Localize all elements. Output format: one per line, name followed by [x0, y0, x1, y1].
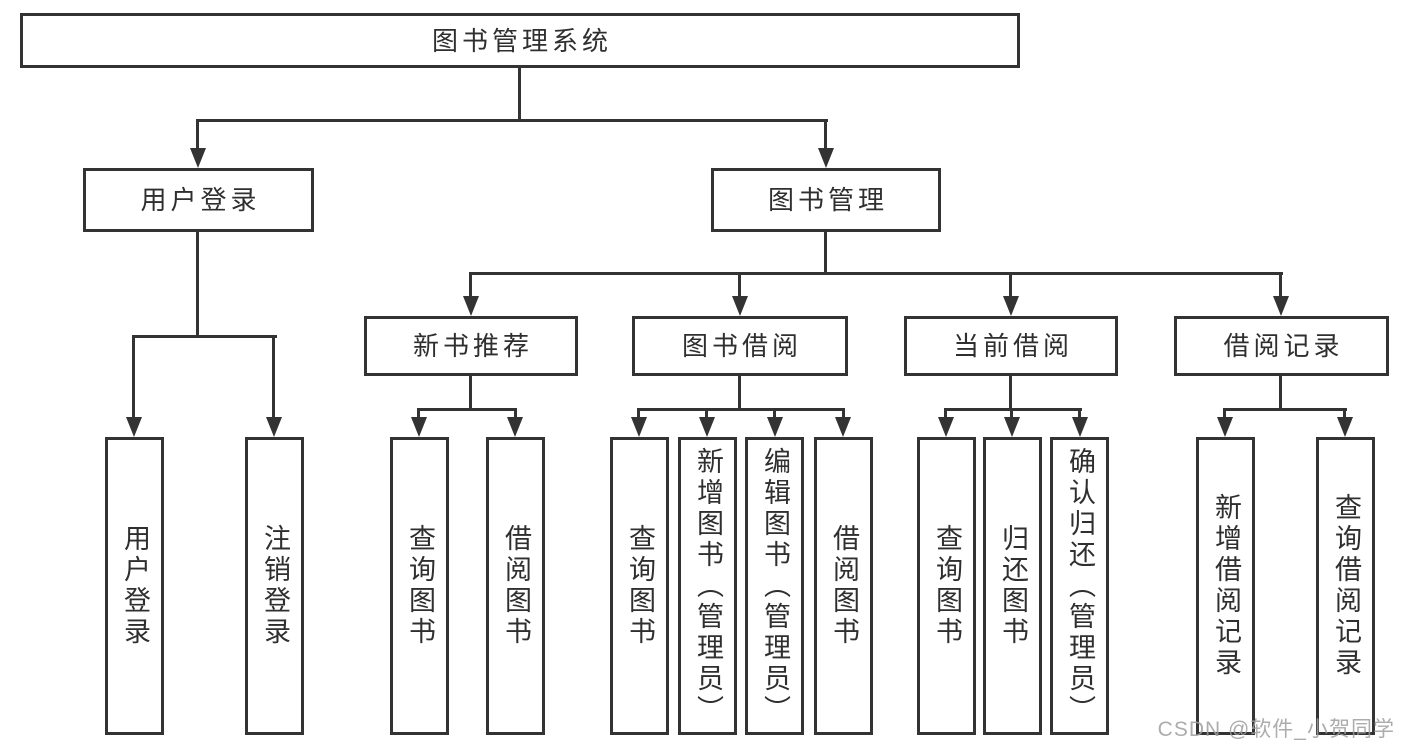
connector-to-leaf — [514, 408, 517, 419]
connector-branch-new-book-rec — [417, 408, 517, 411]
connector-new-book-rec-stub — [469, 376, 472, 411]
connector-to-leaf — [1078, 408, 1081, 419]
arrow-down-icon — [732, 296, 748, 316]
arrow-down-icon — [266, 417, 282, 437]
node-user-login-label: 用户登录 — [140, 185, 261, 215]
node-book-mgmt-label: 图书管理 — [767, 185, 888, 215]
connector-to-leaf — [417, 408, 420, 419]
leaf-return-book: 归还图书 — [983, 437, 1042, 735]
connector-to-leaf — [1343, 408, 1346, 419]
leaf-add-borrow-record: 新增借阅记录 — [1196, 437, 1255, 735]
leaf-query-book-2: 查询图书 — [610, 437, 669, 735]
node-root: 图书管理系统 — [20, 13, 1020, 68]
node-book-borrow: 图书借阅 — [632, 316, 848, 376]
connector-to-user-login — [196, 119, 199, 150]
arrow-down-icon — [507, 417, 523, 437]
leaf-query-book-1-label: 查询图书 — [405, 524, 435, 648]
node-current-borrow-label: 当前借阅 — [952, 331, 1073, 361]
leaf-edit-book-admin: 编辑图书（管理员） — [745, 437, 804, 735]
connector-book-mgmt-stub — [824, 232, 827, 275]
arrow-down-icon — [126, 417, 142, 437]
leaf-query-book-2-label: 查询图书 — [625, 524, 655, 648]
arrow-down-icon — [190, 148, 206, 168]
arrow-down-icon — [1003, 296, 1019, 316]
connector-branch-level2 — [197, 119, 828, 122]
leaf-return-book-label: 归还图书 — [998, 524, 1028, 648]
leaf-borrow-book-2: 借阅图书 — [814, 437, 873, 735]
connector-current-borrow-stub — [1009, 376, 1012, 411]
leaf-query-borrow-record-label: 查询借阅记录 — [1331, 493, 1361, 679]
arrow-down-icon — [411, 417, 427, 437]
arrow-down-icon — [1217, 417, 1233, 437]
connector-book-borrow-stub — [738, 376, 741, 411]
connector-to-leaf — [1223, 408, 1226, 419]
leaf-query-book-1: 查询图书 — [390, 437, 449, 735]
node-user-login: 用户登录 — [83, 168, 314, 232]
arrow-down-icon — [1004, 417, 1020, 437]
connector-user-login-stub — [196, 232, 199, 338]
connector-to-leaf — [272, 335, 275, 419]
connector-to-leaf — [705, 408, 708, 419]
connector-to-leaf — [1010, 408, 1013, 419]
connector-branch-level3 — [469, 272, 1283, 275]
leaf-add-borrow-record-label: 新增借阅记录 — [1211, 493, 1241, 679]
leaf-add-book-admin: 新增图书（管理员） — [678, 437, 737, 735]
connector-to-leaf — [944, 408, 947, 419]
arrow-down-icon — [835, 417, 851, 437]
node-borrow-records: 借阅记录 — [1174, 316, 1389, 376]
connector-branch-book-borrow — [637, 408, 845, 411]
leaf-query-borrow-record: 查询借阅记录 — [1316, 437, 1375, 735]
leaf-user-login-label: 用户登录 — [120, 524, 150, 648]
leaf-logout: 注销登录 — [245, 437, 304, 735]
arrow-down-icon — [1337, 417, 1353, 437]
arrow-down-icon — [1072, 417, 1088, 437]
connector-to-leaf — [637, 408, 640, 419]
node-book-borrow-label: 图书借阅 — [681, 331, 802, 361]
arrow-down-icon — [631, 417, 647, 437]
leaf-confirm-return-admin-label: 确认归还（管理员） — [1065, 446, 1095, 726]
leaf-query-book-3-label: 查询图书 — [932, 524, 962, 648]
connector-to-leaf — [842, 408, 845, 419]
node-new-book-rec-label: 新书推荐 — [412, 331, 533, 361]
arrow-down-icon — [938, 417, 954, 437]
connector-borrow-records-stub — [1279, 376, 1282, 411]
leaf-edit-book-admin-label: 编辑图书（管理员） — [760, 446, 790, 726]
node-book-mgmt: 图书管理 — [711, 168, 941, 232]
connector-to-leaf — [132, 335, 135, 419]
leaf-query-book-3: 查询图书 — [917, 437, 976, 735]
connector-to-current-borrow — [1009, 272, 1012, 298]
arrow-down-icon — [767, 417, 783, 437]
arrow-down-icon — [463, 296, 479, 316]
connector-branch-user-login — [132, 335, 277, 338]
leaf-logout-label: 注销登录 — [260, 524, 290, 648]
leaf-user-login: 用户登录 — [105, 437, 164, 735]
connector-to-book-mgmt — [824, 119, 827, 150]
csdn-watermark: CSDN @软件_小贺同学 — [1157, 718, 1395, 741]
connector-branch-borrow-records — [1223, 408, 1347, 411]
node-current-borrow: 当前借阅 — [904, 316, 1118, 376]
leaf-borrow-book-1-label: 借阅图书 — [501, 524, 531, 648]
connector-to-book-borrow — [738, 272, 741, 298]
leaf-confirm-return-admin: 确认归还（管理员） — [1050, 437, 1109, 735]
node-new-book-rec: 新书推荐 — [364, 316, 578, 376]
node-borrow-records-label: 借阅记录 — [1223, 331, 1344, 361]
connector-branch-current-borrow — [944, 408, 1082, 411]
leaf-add-book-admin-label: 新增图书（管理员） — [693, 446, 723, 726]
connector-root-stub — [518, 68, 521, 122]
arrow-down-icon — [699, 417, 715, 437]
node-root-label: 图书管理系统 — [431, 25, 612, 56]
arrow-down-icon — [1273, 296, 1289, 316]
leaf-borrow-book-1: 借阅图书 — [486, 437, 545, 735]
connector-to-leaf — [773, 408, 776, 419]
arrow-down-icon — [818, 148, 834, 168]
connector-to-new-book-rec — [469, 272, 472, 298]
connector-to-borrow-records — [1279, 272, 1282, 298]
leaf-borrow-book-2-label: 借阅图书 — [829, 524, 859, 648]
